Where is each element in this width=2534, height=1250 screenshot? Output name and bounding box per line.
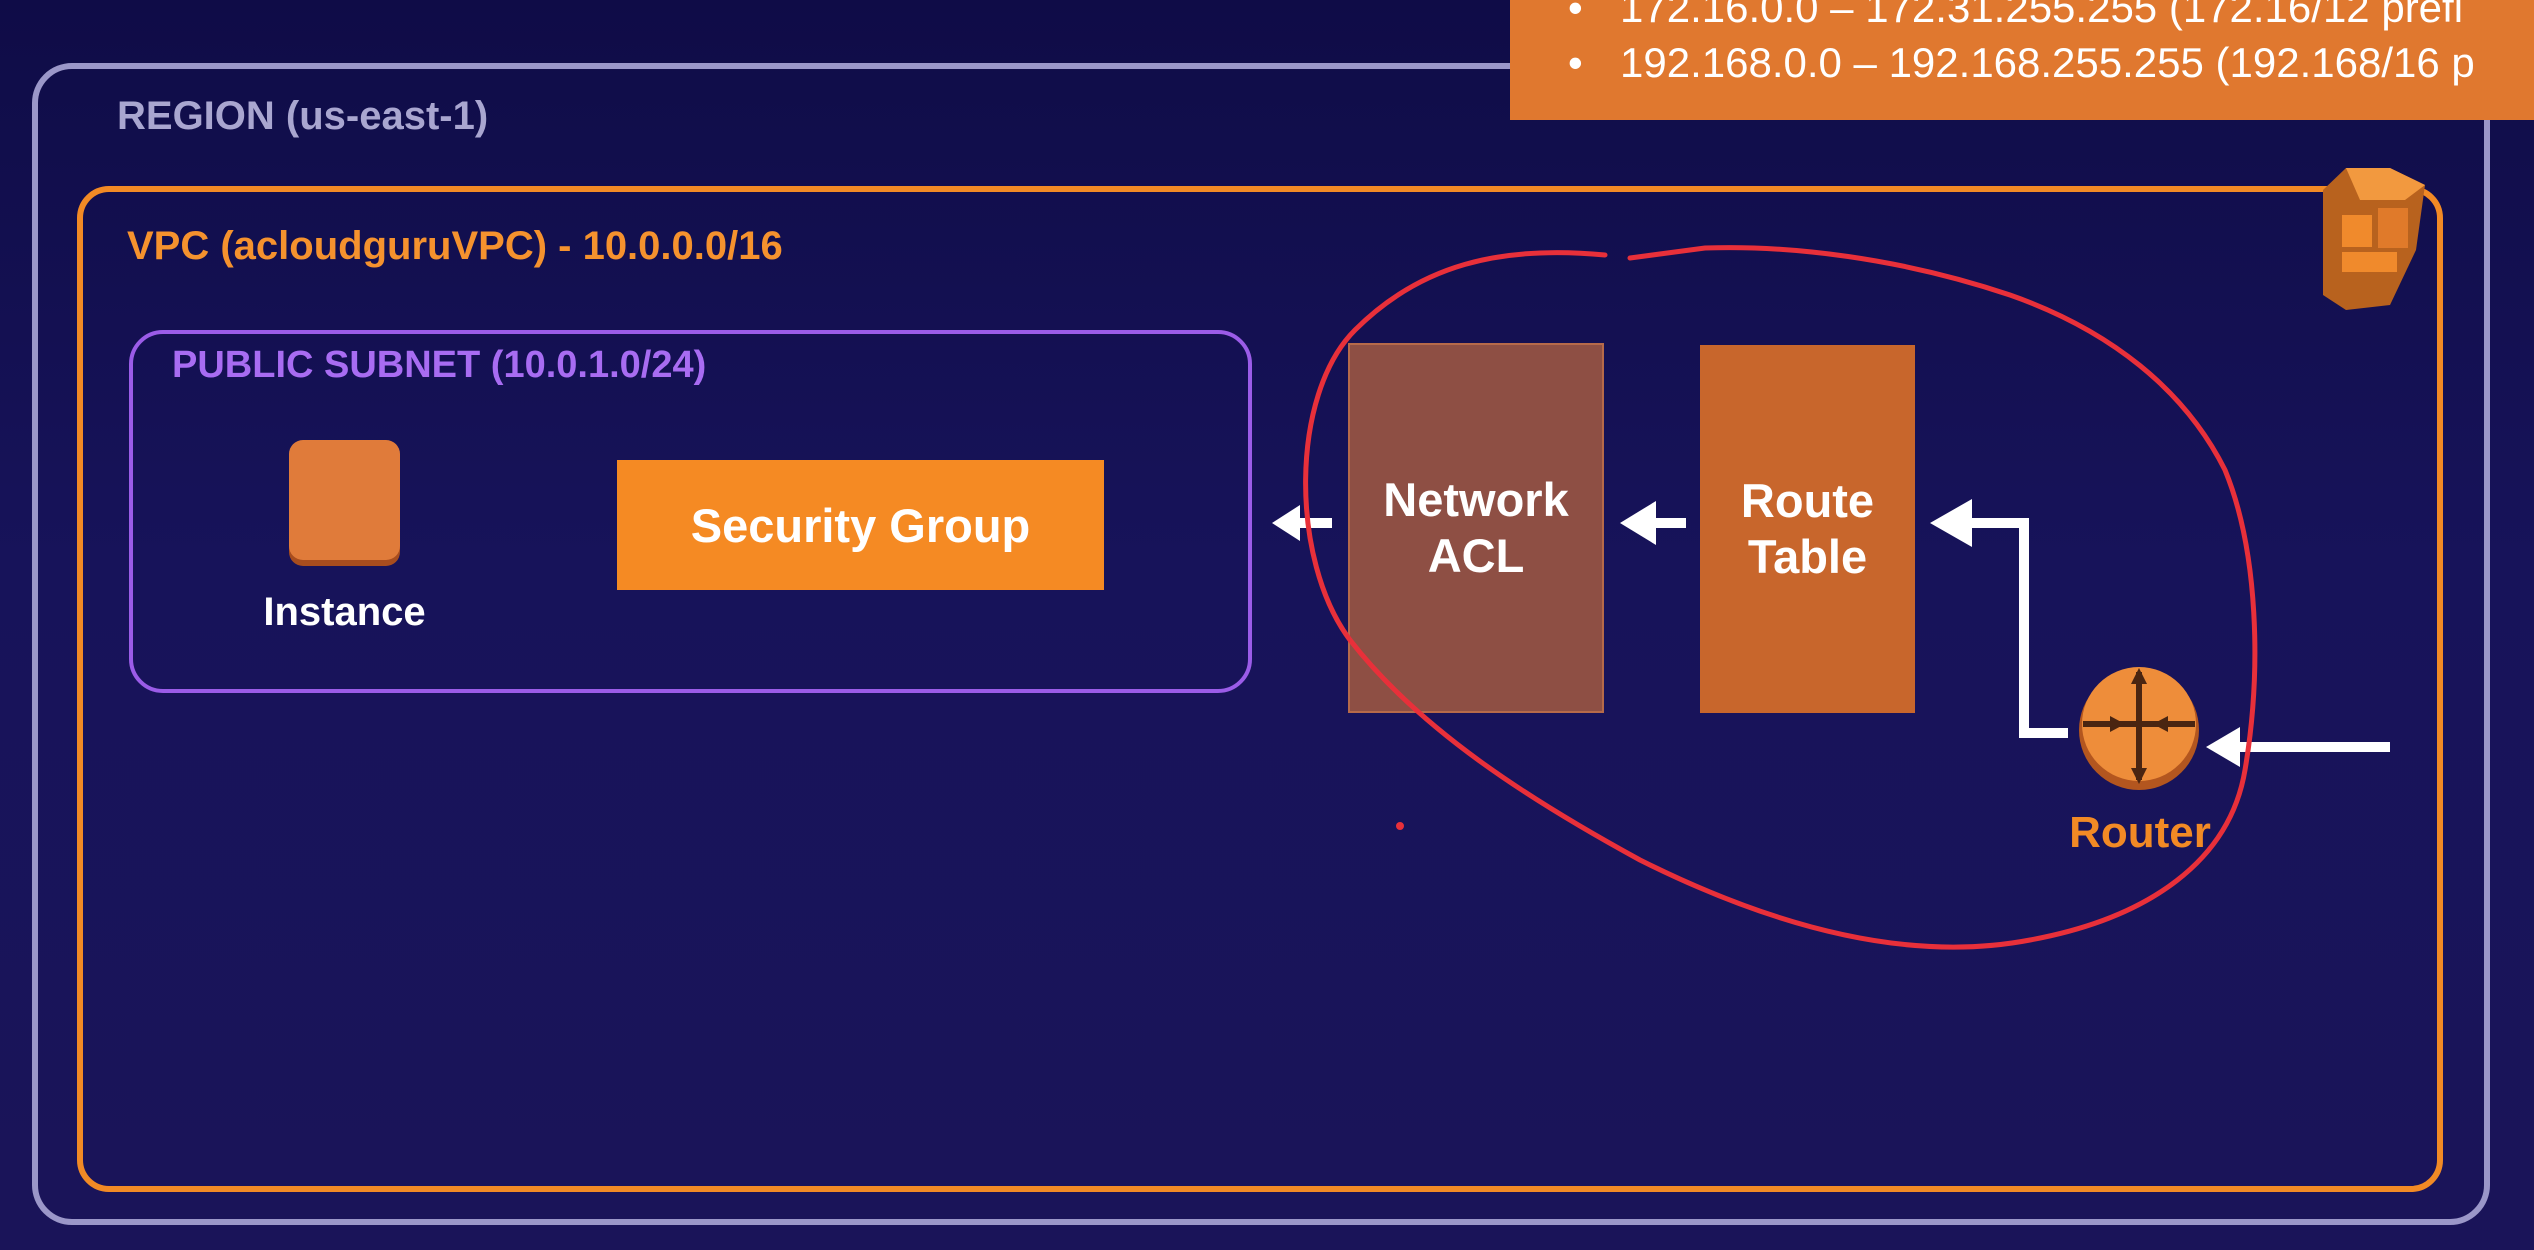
instance-label: Instance (263, 590, 426, 634)
subnet-label: PUBLIC SUBNET (10.0.1.0/24) (172, 344, 707, 386)
network-acl-box: Network ACL (1348, 343, 1604, 713)
arrow-left-icon (1620, 501, 1686, 545)
public-subnet-container (129, 330, 1252, 693)
ip-range-item: 192.168.0.0 – 192.168.255.255 (192.168/1… (1568, 35, 2534, 90)
route-table-label-line1: Route (1740, 473, 1875, 527)
instance-icon (289, 440, 400, 560)
ip-range-item: 172.16.0.0 – 172.31.255.255 (172.16/12 p… (1568, 0, 2534, 35)
security-group-label: Security Group (690, 498, 1031, 552)
ip-range-list: 172.16.0.0 – 172.31.255.255 (172.16/12 p… (1510, 0, 2534, 90)
security-group-box: Security Group (617, 460, 1104, 590)
vpc-label: VPC (acloudguruVPC) - 10.0.0.0/16 (127, 224, 783, 268)
arrow-left-icon (1930, 499, 2068, 738)
region-container (32, 63, 2490, 1225)
ip-range-banner: 172.16.0.0 – 172.31.255.255 (172.16/12 p… (1510, 0, 2534, 120)
arrow-left-icon (1272, 505, 1332, 541)
vpc-container (77, 186, 2443, 1192)
router-label: Router (2069, 808, 2211, 857)
annotation-dot (1396, 822, 1404, 830)
region-label: REGION (us-east-1) (117, 94, 489, 138)
network-acl-label-line1: Network (1383, 472, 1569, 526)
route-table-label-line2: Table (1747, 530, 1868, 583)
network-acl-label-line2: ACL (1427, 529, 1525, 582)
arrow-left-icon (2206, 727, 2390, 767)
route-table-box: Route Table (1700, 345, 1915, 713)
annotation-circle (1303, 245, 2258, 950)
router-icon (2079, 667, 2199, 790)
